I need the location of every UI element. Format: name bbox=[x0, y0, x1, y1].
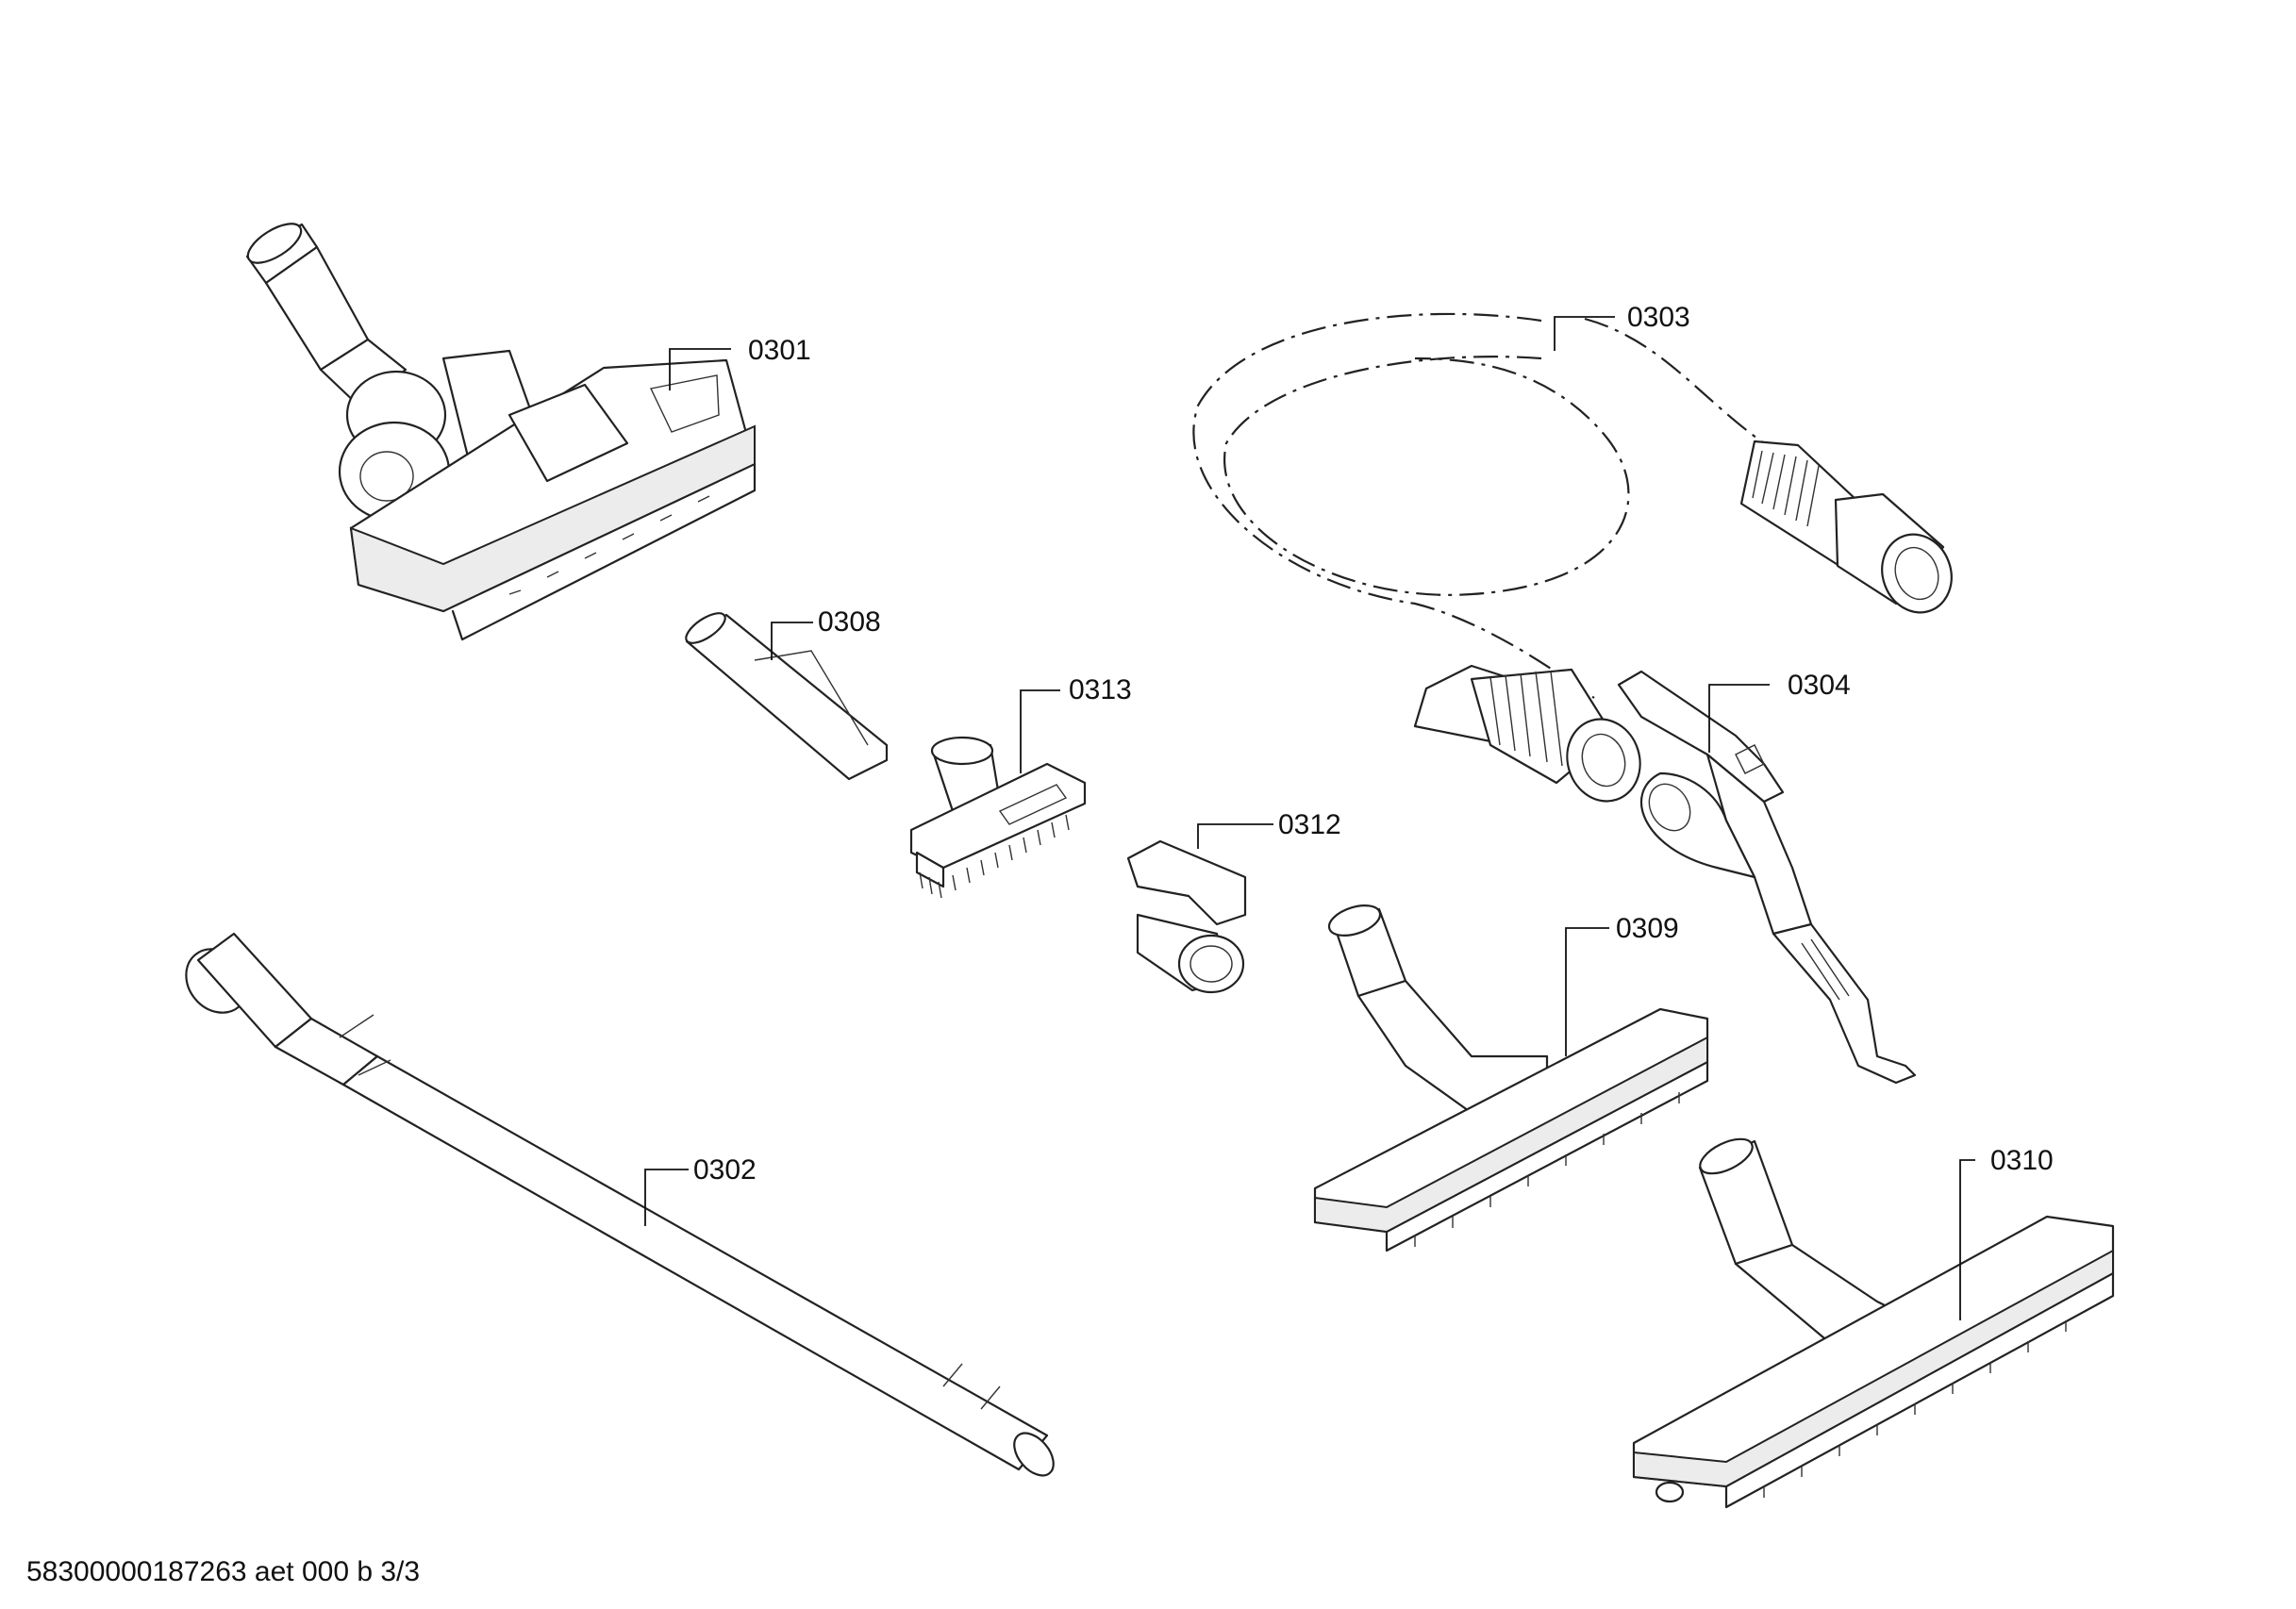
floor-nozzle-turbo-icon bbox=[245, 223, 757, 641]
part-label-0312: 0312 bbox=[1278, 809, 1341, 840]
leader-0309 bbox=[1565, 927, 1609, 1056]
leader-0302 bbox=[644, 1169, 689, 1226]
suction-hose-icon bbox=[1192, 312, 1953, 803]
crevice-nozzle-icon bbox=[685, 612, 889, 781]
parquet-nozzle-icon bbox=[1632, 1137, 2115, 1509]
hard-floor-nozzle-icon bbox=[1313, 904, 1709, 1252]
brush-nozzle-icon bbox=[909, 736, 1087, 899]
leader-0304 bbox=[1708, 684, 1770, 753]
document-code: 58300000187263 aet 000 b 3/3 bbox=[26, 1556, 421, 1587]
leader-0301 bbox=[669, 348, 731, 390]
leader-lines bbox=[644, 316, 1975, 1320]
leader-0308 bbox=[771, 622, 813, 660]
part-label-0304: 0304 bbox=[1788, 670, 1851, 701]
part-label-0310: 0310 bbox=[1990, 1145, 2054, 1176]
part-label-0308: 0308 bbox=[818, 606, 881, 638]
part-label-0309: 0309 bbox=[1616, 913, 1679, 944]
part-label-0303: 0303 bbox=[1627, 302, 1690, 333]
leader-0310 bbox=[1959, 1159, 1975, 1320]
accessory-clip-icon bbox=[1126, 839, 1247, 994]
part-label-0313: 0313 bbox=[1069, 674, 1132, 705]
leader-0303 bbox=[1554, 316, 1615, 351]
telescopic-tube-icon bbox=[185, 932, 1055, 1477]
hose-handle-icon bbox=[1617, 670, 1917, 1085]
leader-0312 bbox=[1197, 823, 1273, 849]
part-label-0302: 0302 bbox=[693, 1154, 757, 1186]
part-label-0301: 0301 bbox=[748, 335, 811, 366]
leader-0313 bbox=[1020, 689, 1060, 773]
